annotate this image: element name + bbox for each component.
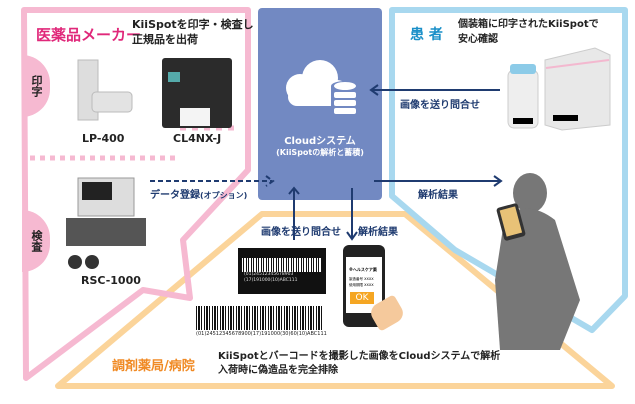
patient-result-arrow <box>374 175 503 187</box>
pharmacy-result-label: 解析結果 <box>358 227 398 238</box>
cloud-title: Cloudシステム <box>284 136 356 147</box>
data-register-arrow <box>150 175 275 187</box>
patient-result-label: 解析結果 <box>418 190 458 201</box>
manufacturer-title: 医薬品メーカー <box>36 26 142 44</box>
cloud-subtitle: (KiiSpotの解析と蓄積) <box>276 148 364 157</box>
inspector-label: RSC-1000 <box>81 274 141 287</box>
phone-app-title: ※ヘルスケア薬 <box>349 267 377 272</box>
patient-send-label: 画像を送り問合せ <box>400 100 480 111</box>
data-register-label: データ登録(オプション) <box>150 190 248 201</box>
lp-400-printer-image <box>77 59 133 121</box>
manufacturer-desc-1: KiiSpotを印字・検査し <box>132 18 254 31</box>
phone-line1: 製造番号 XXXX <box>349 277 374 281</box>
arrows <box>150 84 503 241</box>
rsc-1000-inspector-image <box>66 177 146 269</box>
phone-ok-badge: OK <box>350 292 374 304</box>
pharmacy-query-arrow <box>288 186 300 240</box>
barcode-text: (01)24512345678900(17)191000(30)60(10)AB… <box>196 331 327 337</box>
patient-silhouette <box>495 173 580 350</box>
manufacturer-desc-2: 正規品を出荷 <box>132 33 198 46</box>
patient-frame <box>389 7 628 333</box>
printer2-label: CL4NX-J <box>173 132 222 145</box>
pharmacy-desc-1: KiiSpotとバーコードを撮影した画像をCloudシステムで解析 <box>218 351 501 362</box>
dark-label-line2: (17)191000(10)ABC111 <box>244 278 298 283</box>
pharmacy-send-label: 画像を送り問合せ <box>261 227 341 238</box>
manufacturer-frame <box>21 7 251 381</box>
smartphone-image: ※ヘルスケア薬 製造番号 XXXX 使用期限 XXXX OK <box>343 245 385 327</box>
phone-line2: 使用期限 XXXX <box>349 283 374 287</box>
patient-desc-2: 安心確認 <box>458 34 498 45</box>
medicine-bottle-and-box <box>507 47 611 131</box>
patient-desc-1: 個装箱に印字されたKiiSpotで <box>458 19 599 30</box>
printer1-label: LP-400 <box>82 132 125 145</box>
pharmacy-result-arrow <box>346 188 358 241</box>
dark-label-image: (01)24512345678903 (17)191000(10)ABC111 <box>238 248 326 294</box>
barcode-image <box>196 306 324 330</box>
pharmacy-frame <box>55 211 615 389</box>
pharmacy-title: 調剤薬局/病院 <box>112 359 195 374</box>
patient-title: 患 者 <box>410 27 443 43</box>
dark-label-line1: (01)24512345678903 <box>244 272 294 277</box>
patient-query-arrow <box>369 84 500 96</box>
cl4nx-j-printer-image <box>162 58 232 128</box>
pharmacy-desc-2: 入荷時に偽造品を完全排除 <box>218 365 338 376</box>
cloud-database-icon <box>286 60 359 114</box>
